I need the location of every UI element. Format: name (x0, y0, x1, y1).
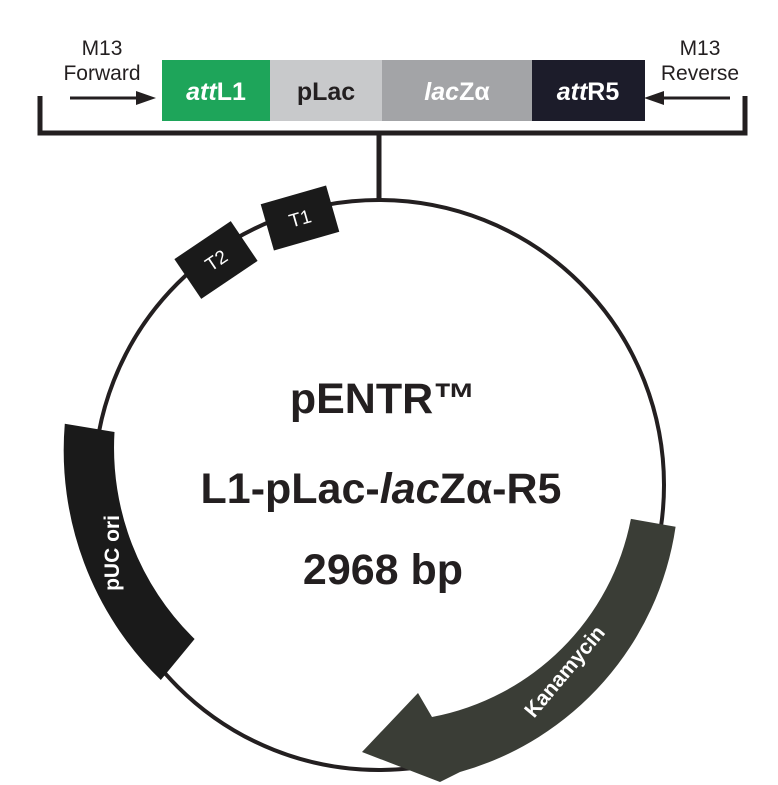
puc-ori-label: pUC ori (101, 515, 124, 591)
segment-attR5 (532, 60, 645, 121)
reverse-primer-arrow-icon (644, 91, 730, 105)
segment-attL1 (162, 60, 270, 121)
cassette: attL1 pLac lacZα attR5 (162, 60, 645, 121)
forward-primer-arrow-icon (70, 91, 156, 105)
forward-primer-label-line1: M13 (82, 37, 123, 60)
terminator-t2: T2 (174, 221, 258, 299)
terminator-t1: T1 (260, 185, 340, 251)
cassette-bracket (37, 96, 748, 136)
puc-ori: pUC ori (63, 423, 195, 680)
plasmid-size: 2968 bp (303, 546, 463, 594)
plasmid-construct: L1-pLac-lacZα-R5 (201, 465, 562, 513)
segment-pLac-label: pLac (297, 78, 355, 106)
segment-pLac (270, 60, 382, 121)
segment-lacZa-label: lacZα (424, 78, 490, 106)
reverse-primer-label-line1: M13 (680, 37, 721, 60)
segment-lacZa (382, 60, 532, 121)
forward-primer-label-line2: Forward (63, 62, 140, 85)
segment-attL1-label: attL1 (186, 78, 246, 106)
segment-attR5-label: attR5 (557, 78, 620, 106)
plasmid-name: pENTR™ (290, 375, 476, 423)
reverse-primer-label-line2: Reverse (661, 62, 739, 85)
